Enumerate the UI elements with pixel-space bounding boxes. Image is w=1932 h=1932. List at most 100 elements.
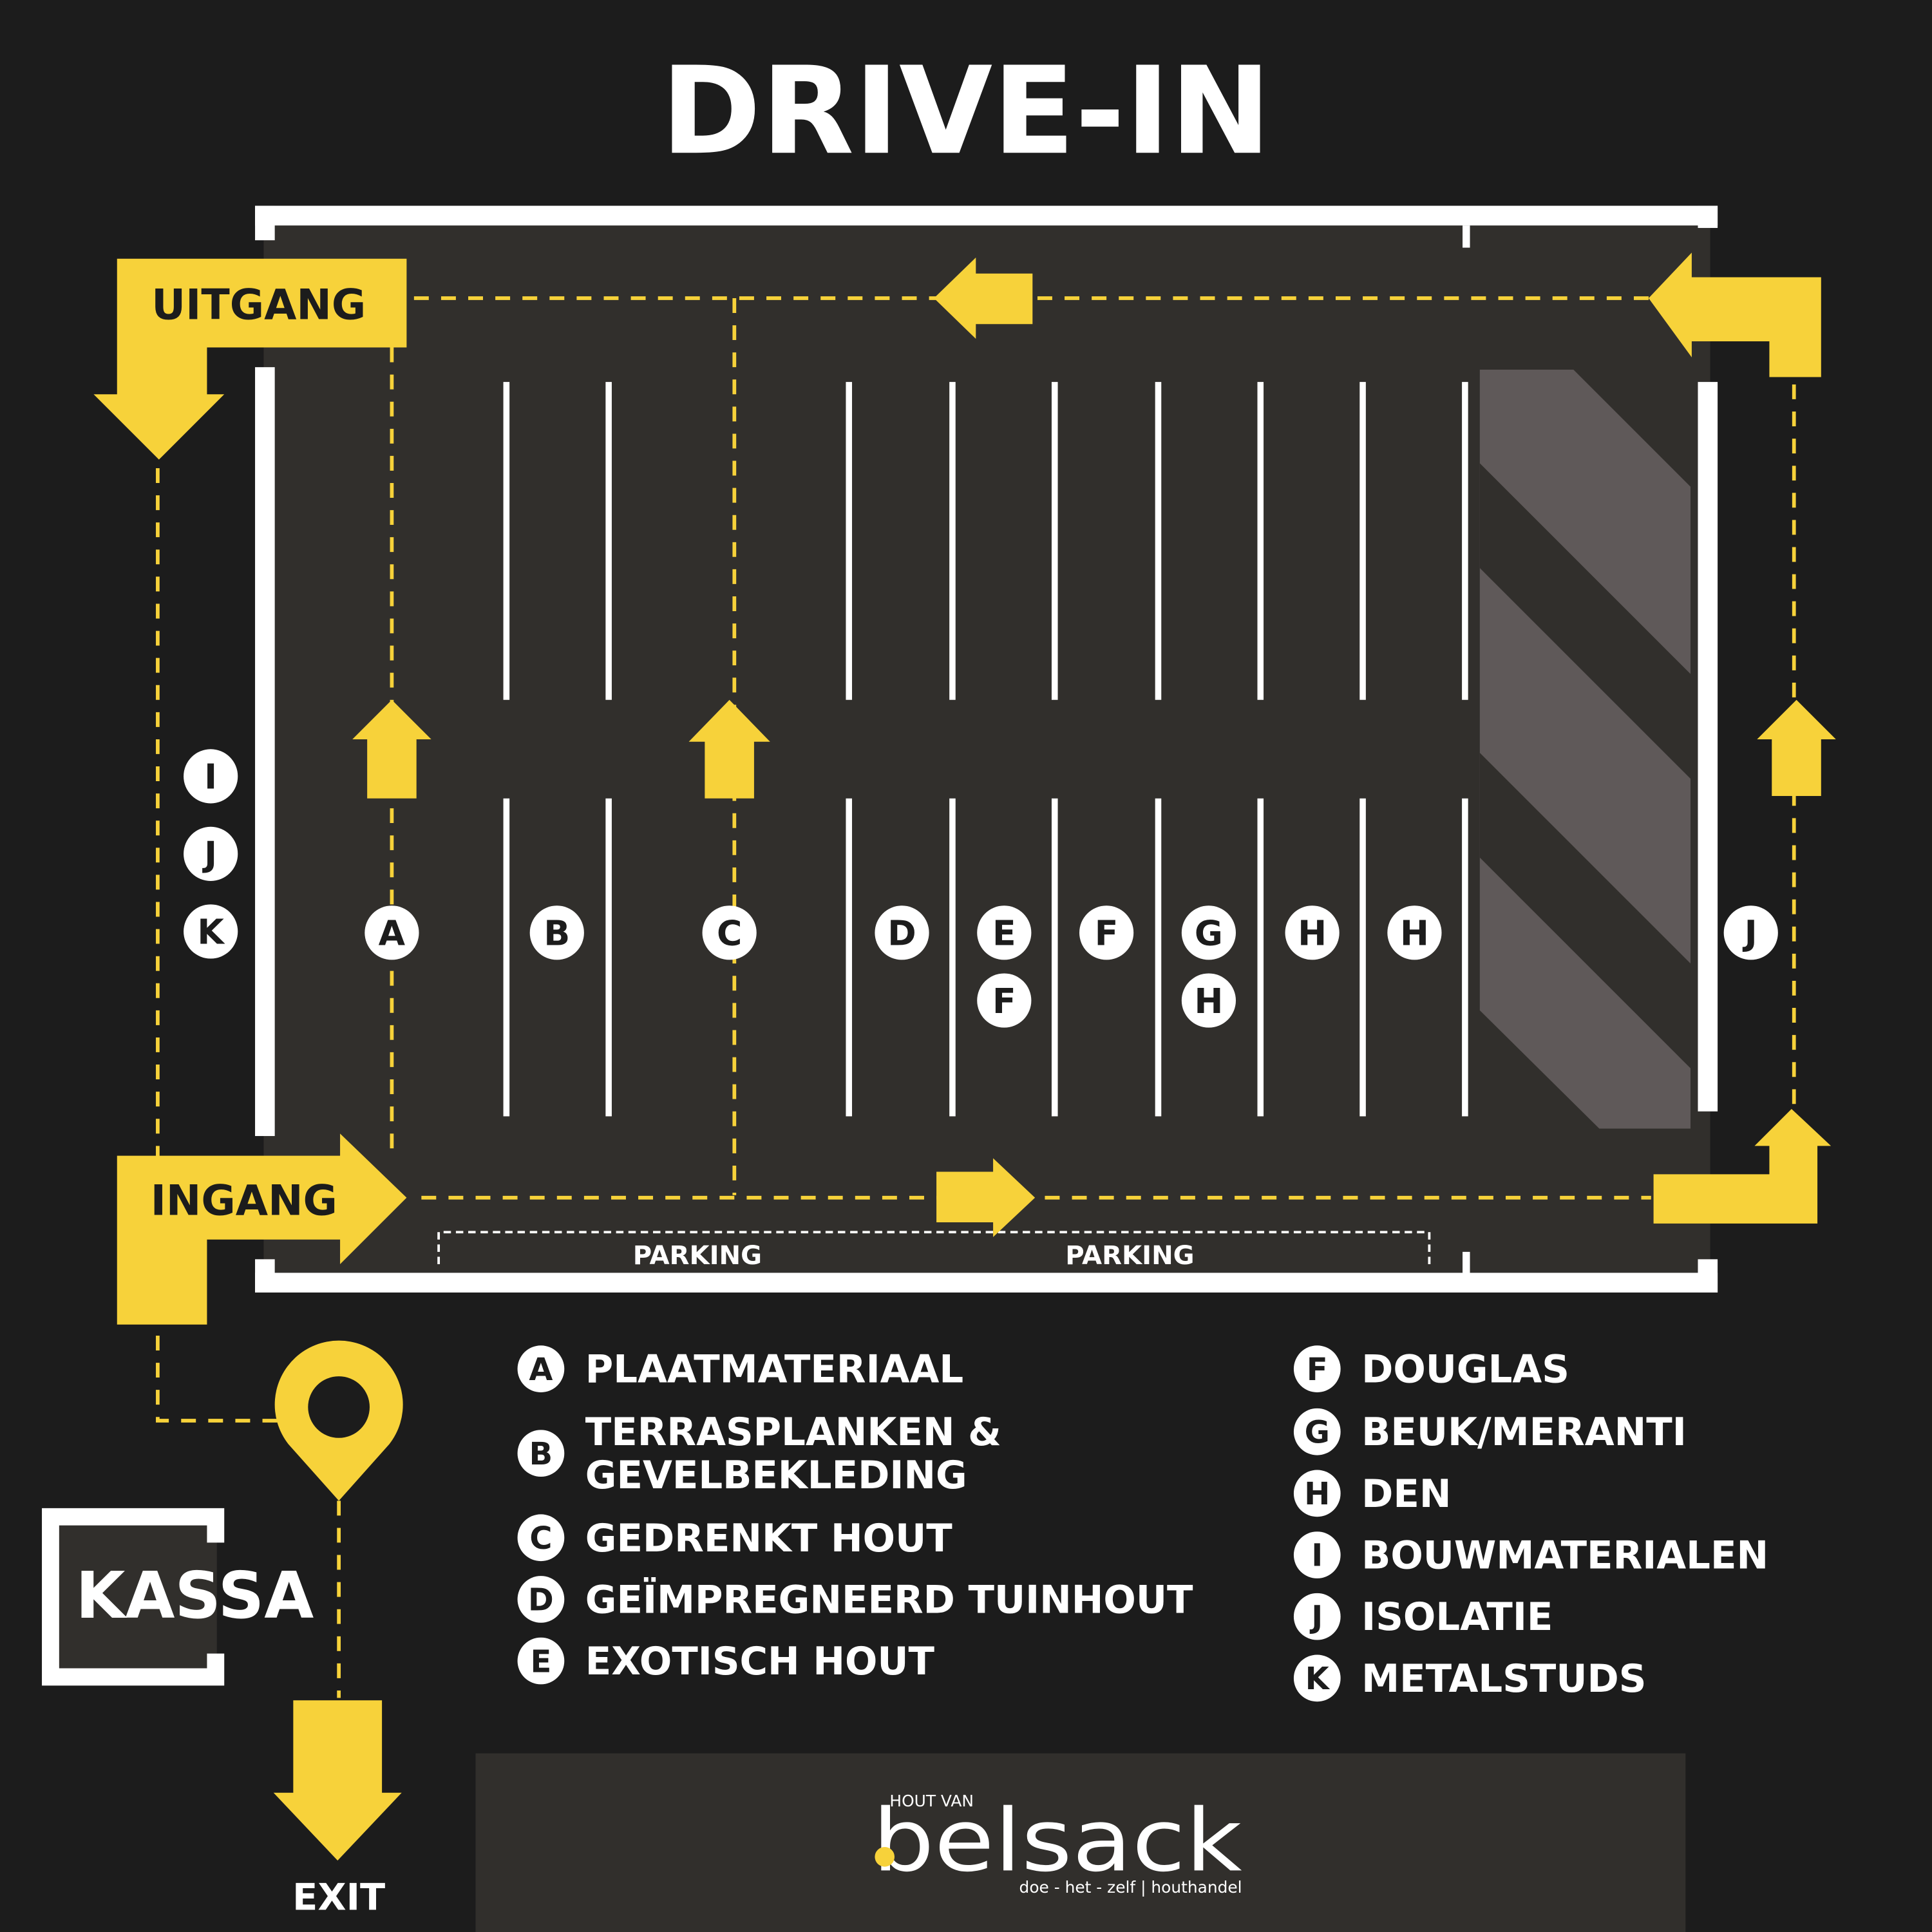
badge-letter: F bbox=[992, 981, 1016, 1021]
rack-line bbox=[605, 382, 612, 700]
lane-e: EF bbox=[977, 905, 1032, 1028]
arrow-down-icon bbox=[273, 1700, 402, 1861]
badge-letter: B bbox=[544, 913, 570, 954]
badge-letter: J bbox=[1309, 1600, 1323, 1635]
rack-line bbox=[1462, 798, 1468, 1117]
parking-label-1: PARKING bbox=[633, 1241, 762, 1271]
legend-label: BEUK/MERANTI bbox=[1361, 1410, 1687, 1454]
rack-line bbox=[949, 798, 956, 1117]
parking-label-2: PARKING bbox=[1065, 1241, 1194, 1271]
lane-f: F bbox=[1079, 905, 1134, 960]
lane-k: IJK bbox=[184, 749, 238, 959]
badge-h: H bbox=[1285, 905, 1340, 960]
legend-item-d: D GEÏMPREGNEERD TUINHOUT bbox=[517, 1576, 1193, 1623]
legend-item-k: K METALSTUDS bbox=[1293, 1654, 1646, 1702]
rack-line bbox=[1155, 798, 1162, 1117]
parking-zone: PARKING PARKING bbox=[437, 1231, 1431, 1271]
badge-letter: E bbox=[992, 913, 1016, 954]
badge-a: A bbox=[365, 905, 419, 960]
badge-h: H bbox=[1293, 1470, 1341, 1517]
corner-arrow-icon bbox=[1648, 252, 1821, 377]
badge-letter: B bbox=[529, 1437, 553, 1472]
badge-e: E bbox=[517, 1637, 565, 1685]
badge-h: H bbox=[1387, 905, 1442, 960]
arrow-right-icon bbox=[117, 1133, 407, 1325]
logo-top-text: HOUT VAN bbox=[889, 1792, 974, 1810]
legend-label: GEÏMPREGNEERD TUINHOUT bbox=[585, 1577, 1193, 1622]
legend-item-h: H DEN bbox=[1293, 1470, 1452, 1517]
cashier-label: KASSA bbox=[75, 1559, 314, 1633]
entry-sign: INGANG bbox=[117, 1133, 407, 1325]
direction-arrows bbox=[352, 252, 1836, 1237]
arrow-right-icon bbox=[936, 1158, 1036, 1237]
badge-a: A bbox=[517, 1345, 565, 1392]
legend-label: ISOLATIE bbox=[1361, 1595, 1553, 1639]
rack-line bbox=[1359, 798, 1366, 1117]
badge-letter: H bbox=[1304, 1477, 1330, 1512]
rack-line bbox=[503, 382, 510, 700]
rack-line bbox=[1051, 382, 1058, 700]
legend-label: PLAATMATERIAAL bbox=[585, 1347, 963, 1392]
badge-b: B bbox=[517, 1430, 565, 1477]
rack-line bbox=[1051, 798, 1058, 1117]
arrow-left-icon bbox=[934, 257, 1033, 339]
badge-letter: J bbox=[1743, 913, 1757, 954]
rack-line bbox=[846, 382, 853, 700]
badge-letter: J bbox=[202, 834, 217, 875]
exit-sign-label: UITGANG bbox=[151, 281, 366, 330]
badge-e: E bbox=[977, 905, 1032, 960]
badge-letter: K bbox=[197, 912, 225, 952]
badge-k: K bbox=[184, 904, 238, 959]
badge-letter: F bbox=[1095, 913, 1119, 954]
logo-brand-text: belsack bbox=[873, 1790, 1242, 1891]
badge-k: K bbox=[1293, 1654, 1341, 1702]
legend-label: DEN bbox=[1361, 1472, 1451, 1516]
badge-letter: G bbox=[1305, 1415, 1330, 1450]
rack-line bbox=[1359, 382, 1366, 700]
rack-line bbox=[1257, 382, 1264, 700]
badge-h: H bbox=[1181, 973, 1236, 1028]
brand-logo: HOUT VAN belsack doe - het - zelf | hout… bbox=[475, 1753, 1686, 1932]
badge-j: J bbox=[1293, 1593, 1341, 1640]
rack-line bbox=[1257, 798, 1264, 1117]
badge-f: F bbox=[1079, 905, 1134, 960]
badge-letter: K bbox=[1305, 1662, 1331, 1697]
badge-d: D bbox=[875, 905, 929, 960]
badge-f: F bbox=[1293, 1345, 1341, 1392]
badge-letter: A bbox=[379, 913, 406, 954]
badge-letter: D bbox=[887, 913, 916, 954]
entry-sign-label: INGANG bbox=[151, 1177, 337, 1225]
badge-letter: A bbox=[529, 1352, 553, 1388]
location-pin-icon bbox=[274, 1340, 403, 1501]
badge-letter: I bbox=[204, 757, 217, 797]
badge-letter: C bbox=[529, 1521, 552, 1557]
legend-label: METALSTUDS bbox=[1361, 1656, 1646, 1701]
badge-j: J bbox=[1723, 905, 1778, 960]
rack-line bbox=[1155, 382, 1162, 700]
arrow-up-icon bbox=[352, 699, 431, 799]
corner-arrow-icon bbox=[1653, 1108, 1832, 1224]
badge-g: G bbox=[1181, 905, 1236, 960]
badge-letter: H bbox=[1400, 913, 1429, 954]
badge-letter: D bbox=[528, 1583, 554, 1618]
legend-item-a: A PLAATMATERIAAL bbox=[517, 1345, 963, 1392]
rack-line bbox=[1462, 382, 1468, 700]
cashier-box: KASSA bbox=[42, 1508, 314, 1686]
legend-label: BOUWMATERIALEN bbox=[1361, 1533, 1768, 1578]
lane-b: B bbox=[529, 905, 584, 960]
badge-letter: H bbox=[1194, 981, 1223, 1021]
lane-h2: H bbox=[1387, 905, 1442, 960]
badge-b: B bbox=[529, 905, 584, 960]
legend-label: TERRASPLANKEN & bbox=[585, 1410, 1001, 1454]
building-walls bbox=[255, 205, 1718, 1293]
badge-i: I bbox=[184, 749, 238, 804]
arrow-up-icon bbox=[688, 699, 770, 799]
arrow-down-icon bbox=[93, 258, 407, 460]
exit-sign: UITGANG bbox=[93, 258, 407, 460]
